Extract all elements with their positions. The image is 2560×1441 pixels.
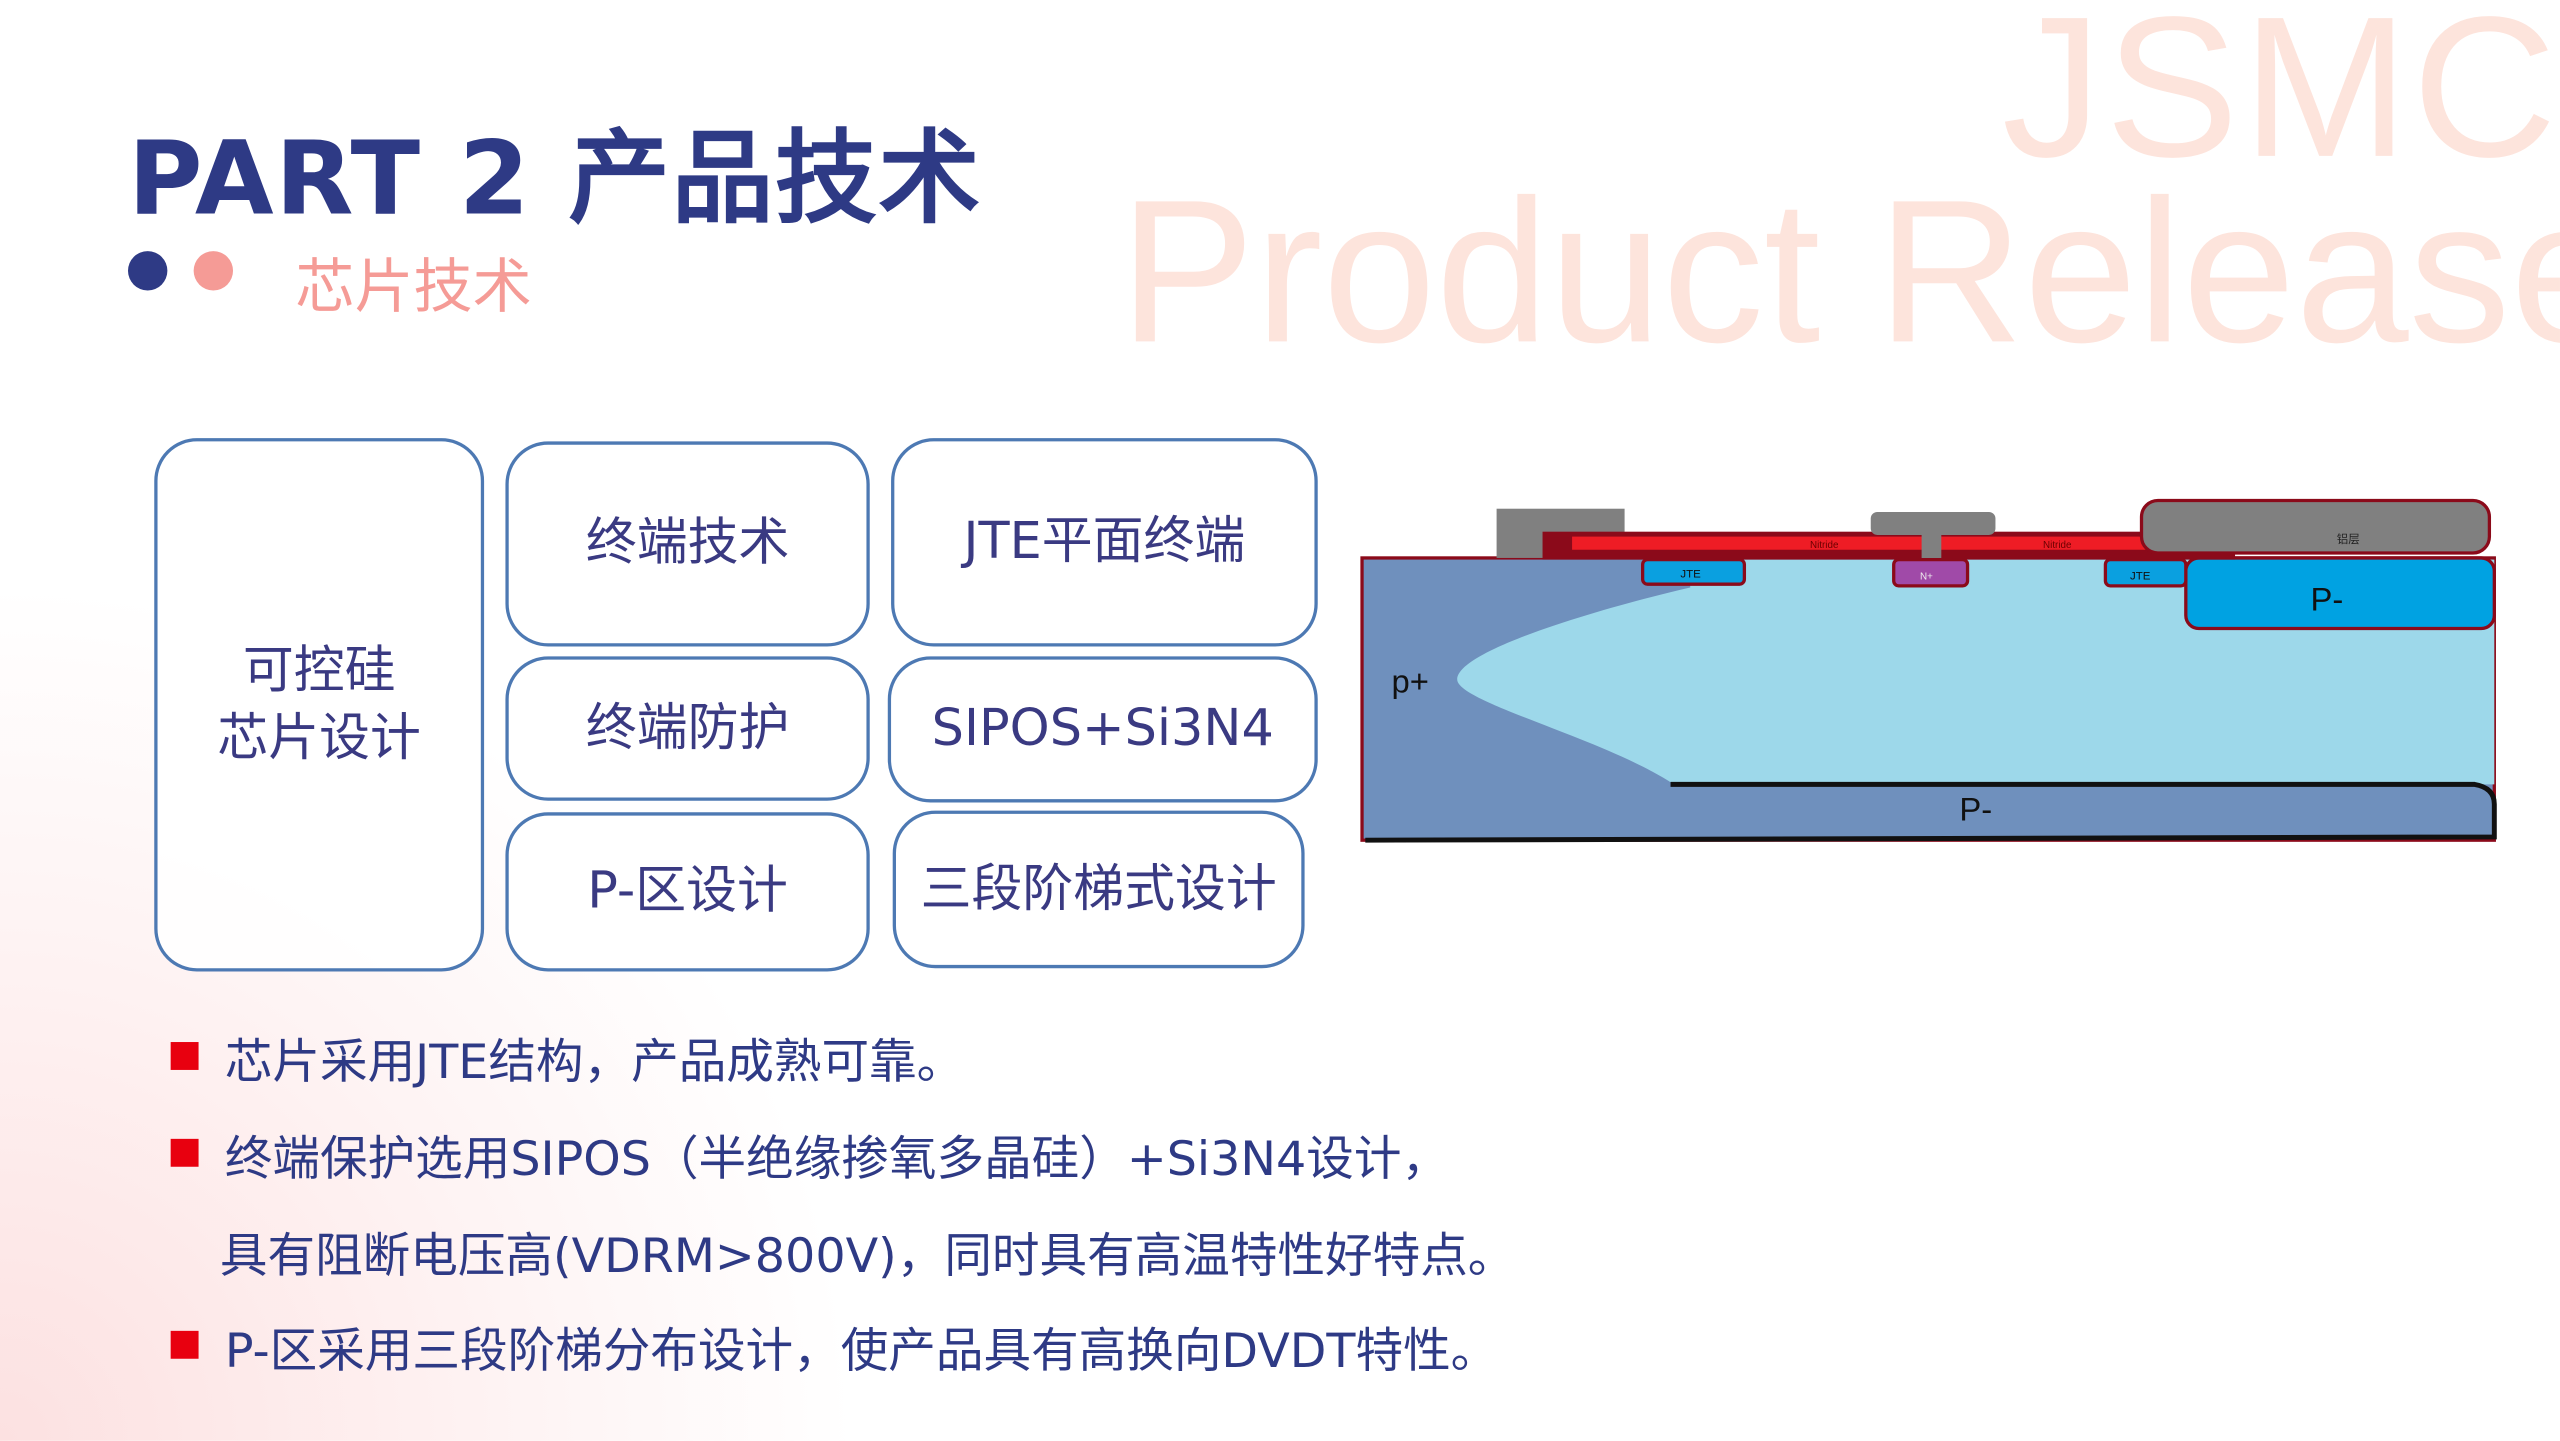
p-minus-boundary [1365, 781, 2497, 843]
watermark-product-release: Product Release [1119, 159, 2560, 386]
page-title: PART 2 产品技术 [127, 118, 982, 238]
nitride-label: Nitride [2043, 540, 2072, 551]
box-label: 芯片设计 [217, 708, 421, 768]
box-thyristor-chip-design: 可控硅芯片设计 [154, 438, 485, 972]
bullet-text: 芯片采用JTE结构，产品成熟可靠。 [224, 1033, 965, 1090]
n-plus-label: N+ [1920, 571, 1933, 582]
jte-right [2103, 557, 2188, 588]
nitride-layer [1572, 536, 2229, 550]
box-sipos: SIPOS+Si3N4 [887, 656, 1318, 803]
bullet-square-icon [170, 1138, 199, 1167]
box-label: P-区设计 [587, 862, 788, 922]
jte-label: JTE [2130, 570, 2151, 582]
nitride-label: Nitride [1810, 540, 1839, 551]
aluminum-layer [2139, 498, 2492, 555]
center-metal [1870, 511, 1996, 535]
bullet-square-icon [170, 1042, 199, 1070]
box-termination-protection: 终端防护 [505, 656, 870, 801]
watermark-jsmc: JSMC [2001, 0, 2560, 199]
p-plus-label: p+ [1392, 663, 1429, 700]
n-plus-region [1892, 557, 1970, 588]
box-label: 终端技术 [585, 514, 790, 574]
box-label: SIPOS+Si3N4 [931, 699, 1274, 759]
box-p-region-design: P-区设计 [505, 812, 870, 972]
box-label: 终端防护 [585, 698, 790, 758]
box-three-step: 三段阶梯式设计 [892, 810, 1305, 969]
chip-cross-section-diagram: Nitride Nitride 铝层 JTE N+ JTE p+ P- P- [1360, 498, 2497, 843]
pink-dot-icon [193, 251, 234, 291]
jte-left [1641, 557, 1747, 586]
p-minus-region [2184, 556, 2496, 631]
bullet-square-icon [170, 1330, 199, 1359]
section-subtitle: 芯片技术 [295, 254, 532, 322]
bullet-text-continued: 具有阻断电压高(VDRM>800V)，同时具有高温特性好特点。 [219, 1227, 1516, 1284]
box-label: 可控硅 [242, 641, 396, 702]
box-label: JTE平面终端 [963, 512, 1246, 572]
jte-label: JTE [1680, 569, 1701, 581]
aluminum-label: 铝层 [2337, 532, 2360, 546]
p-minus-label: P- [2311, 580, 2344, 617]
navy-dot-icon [127, 251, 168, 291]
bullet-text: P-区采用三段阶梯分布设计，使产品具有高换向DVDT特性。 [224, 1322, 1499, 1379]
p-minus-label: P- [1959, 791, 1992, 828]
bullet-text: 终端保护选用SIPOS（半绝缘掺氧多晶硅）+Si3N4设计， [224, 1130, 1450, 1187]
box-jte-planar: JTE平面终端 [891, 438, 1318, 647]
center-metal-stem [1921, 533, 1942, 562]
box-termination-tech: 终端技术 [505, 441, 870, 647]
box-label: 三段阶梯式设计 [920, 859, 1277, 919]
